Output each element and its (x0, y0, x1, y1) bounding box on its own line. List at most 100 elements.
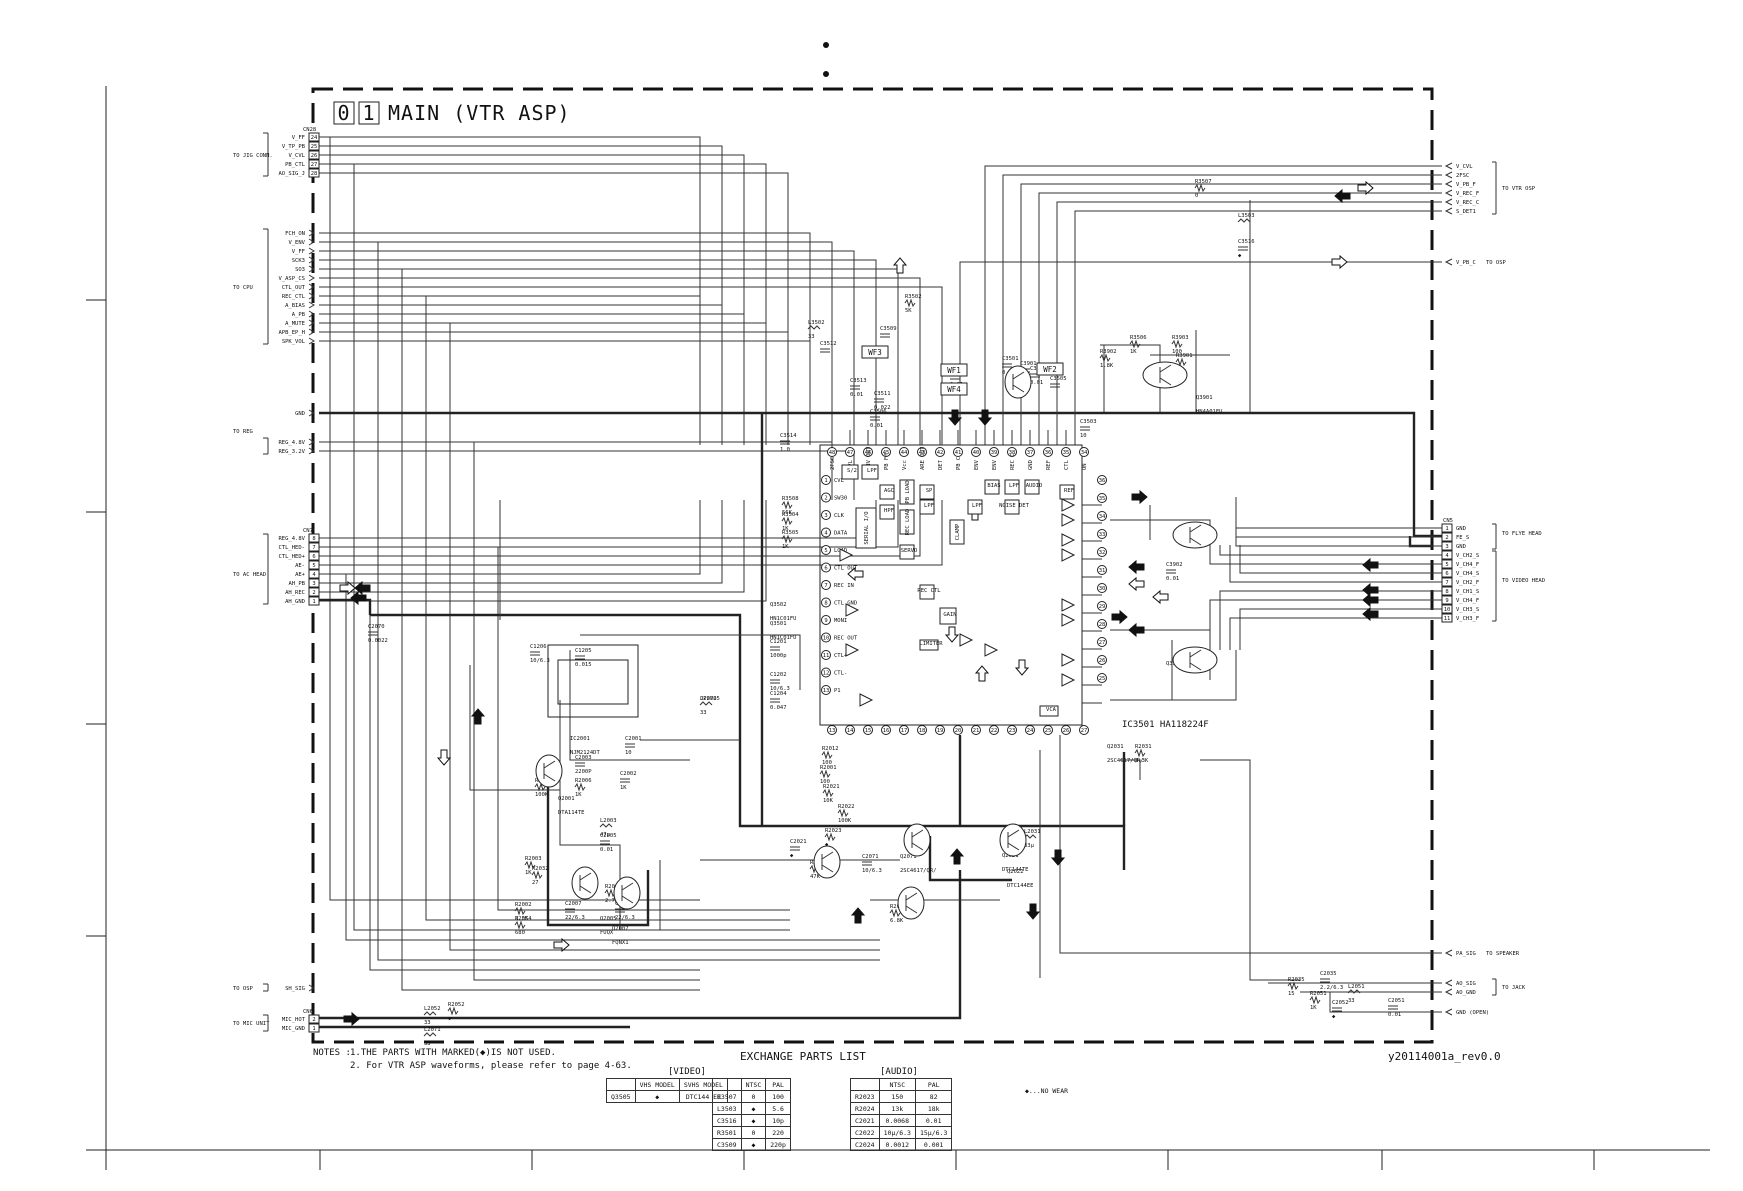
waveform-marker (940, 363, 968, 377)
ic-block (949, 519, 965, 545)
wire (319, 322, 767, 445)
ic-pin (1043, 725, 1053, 735)
component-value: DTC144EE (1007, 883, 1034, 889)
ic2001 (547, 644, 639, 718)
ic-pin-number: 19 (937, 728, 944, 734)
ic-pin-number: 9 (824, 618, 827, 624)
pin-label: MIC_GND (282, 1026, 305, 1032)
wire (699, 701, 713, 706)
wire (1020, 183, 1442, 445)
ic-pin (1025, 725, 1035, 735)
component-value: FQNX1 (612, 940, 629, 946)
pin-number: 25 (311, 144, 318, 150)
ic-pin-number: 24 (1027, 728, 1034, 734)
pin-label: V_CH2_S (1456, 553, 1479, 559)
wire (319, 241, 833, 445)
transistor-symbol (1172, 521, 1218, 549)
pin-label: S_DET1 (1456, 209, 1476, 215)
ic-block-label: VCA (1046, 707, 1057, 713)
pin-label: V_CH1_S (1456, 589, 1479, 595)
ic-pin-number: 6 (824, 566, 827, 572)
amplifier-symbol (984, 643, 999, 657)
component-value: 0.0022 (368, 638, 388, 644)
table-cell: 18k (914, 1102, 953, 1115)
connector-group-label: TO OSP (1486, 260, 1507, 266)
pin-number: 3 (312, 581, 315, 587)
ic-pin-number: 38 (1009, 450, 1016, 456)
component-ref: C3902 (1166, 562, 1183, 568)
signal-arrow (1331, 254, 1348, 270)
ic-block (899, 479, 915, 505)
component-value: 1K (782, 544, 789, 550)
signal-arrow (1014, 659, 1030, 676)
transistor-symbol (1172, 646, 1218, 674)
pin-label: V_TP_PB (282, 144, 306, 150)
ic-pin-number: 15 (865, 728, 872, 734)
ic-block-label: PB LOAD (905, 480, 911, 503)
component-ref: R2032 (532, 866, 549, 872)
component-ref: R2003 (525, 856, 542, 862)
component-ref: Q2007 (612, 926, 629, 932)
ic-block (899, 544, 915, 560)
component-value: 10/6.3 (862, 868, 882, 874)
table-row: VHS MODEL SVHS MODEL (606, 1078, 728, 1091)
table-cell: R3507 (712, 1090, 742, 1103)
pin-box (308, 132, 320, 142)
signal-arrow (1131, 489, 1148, 505)
wire (579, 872, 592, 881)
wire (1129, 339, 1141, 349)
ic-block-label: AUDIO (1026, 483, 1043, 489)
ic-pin (821, 562, 831, 573)
component-value: FUQX (600, 930, 614, 936)
ic-block (879, 484, 895, 500)
component-value: 0.01 (1388, 1012, 1401, 1018)
component-ref: IC2001 (570, 736, 590, 742)
table-cell: Q3505 (606, 1090, 636, 1103)
pin-number: 2 (312, 1017, 315, 1023)
wire (531, 870, 543, 880)
signal-arrow (949, 848, 965, 865)
connector-ref: CN6 (303, 1009, 313, 1015)
pin-label: V_CH4_F (1456, 598, 1479, 604)
table-cell: ◆ (740, 1138, 767, 1151)
wire (984, 165, 1442, 445)
wire (1110, 519, 1211, 560)
ic-pin-name: DET (938, 459, 944, 470)
pin-number: 5 (312, 563, 315, 569)
ic-pin (863, 725, 873, 735)
pin-label: 2FSC (1456, 173, 1469, 179)
ic-pin-name: CVL (834, 478, 845, 484)
pin-box (308, 168, 320, 178)
ic-block-label: LPF (924, 503, 934, 509)
title-box-1: 1 (362, 101, 375, 125)
component-ref: C2035 (1320, 971, 1337, 977)
wire (308, 447, 315, 455)
component-ref: R2023 (825, 828, 842, 834)
component-ref: R2051 (1310, 991, 1327, 997)
component-ref: C3512 (820, 341, 837, 347)
wire (1235, 497, 1442, 529)
table-row: C3516◆10p (712, 1114, 791, 1127)
signal-arrow (947, 409, 963, 426)
signal-arrow (1357, 180, 1374, 196)
ic-pin-number: 34 (1099, 514, 1106, 520)
amplifier-symbol (1061, 513, 1076, 527)
pin-label: AH_GND (285, 599, 305, 605)
pin-box (308, 578, 320, 588)
ic-block-label: REF (1064, 488, 1074, 494)
wire (1007, 829, 1020, 838)
table-header-cell (712, 1078, 742, 1091)
wire (319, 331, 789, 445)
connector-group-label: TO AC HEAD (233, 572, 266, 578)
signal-arrow (974, 665, 990, 682)
ic-pin-number: 47 (847, 450, 854, 456)
amplifier-symbol (845, 643, 860, 657)
pin-label: AE- (295, 563, 305, 569)
table-cell: 82 (914, 1090, 953, 1103)
wire (1329, 992, 1442, 1013)
pin-label: AH_REC (285, 590, 305, 596)
wire (423, 1032, 437, 1037)
